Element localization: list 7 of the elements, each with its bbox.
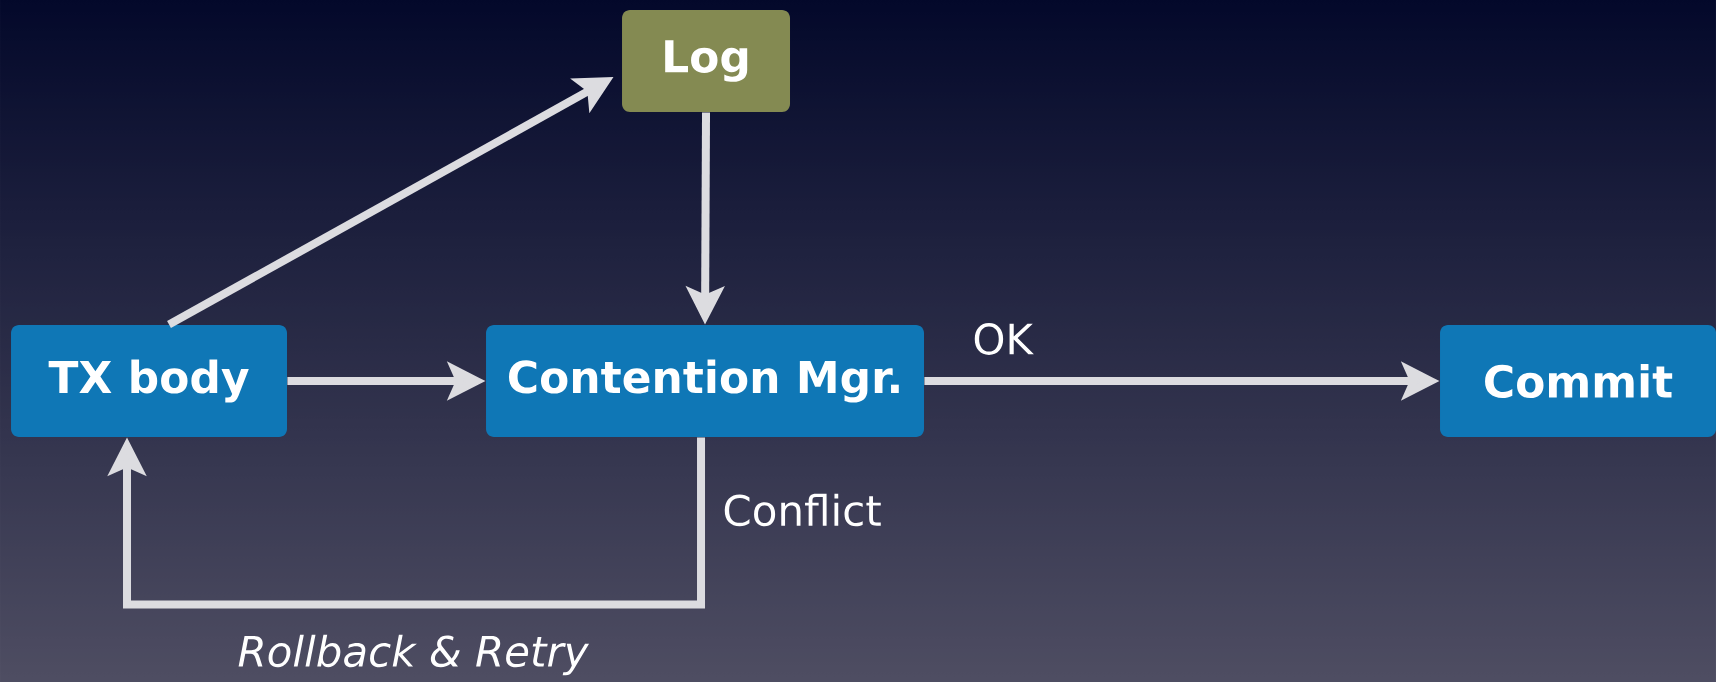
loop-caption: Rollback & Retry [238, 634, 590, 676]
edge-label: OK [974, 323, 1034, 355]
process-box: Contention Mgr. [486, 325, 924, 437]
process-box: Commit [1440, 325, 1716, 437]
edge-label: Conflict [724, 493, 881, 527]
process-box: TX body [11, 325, 287, 437]
process-box: Log [622, 10, 790, 112]
